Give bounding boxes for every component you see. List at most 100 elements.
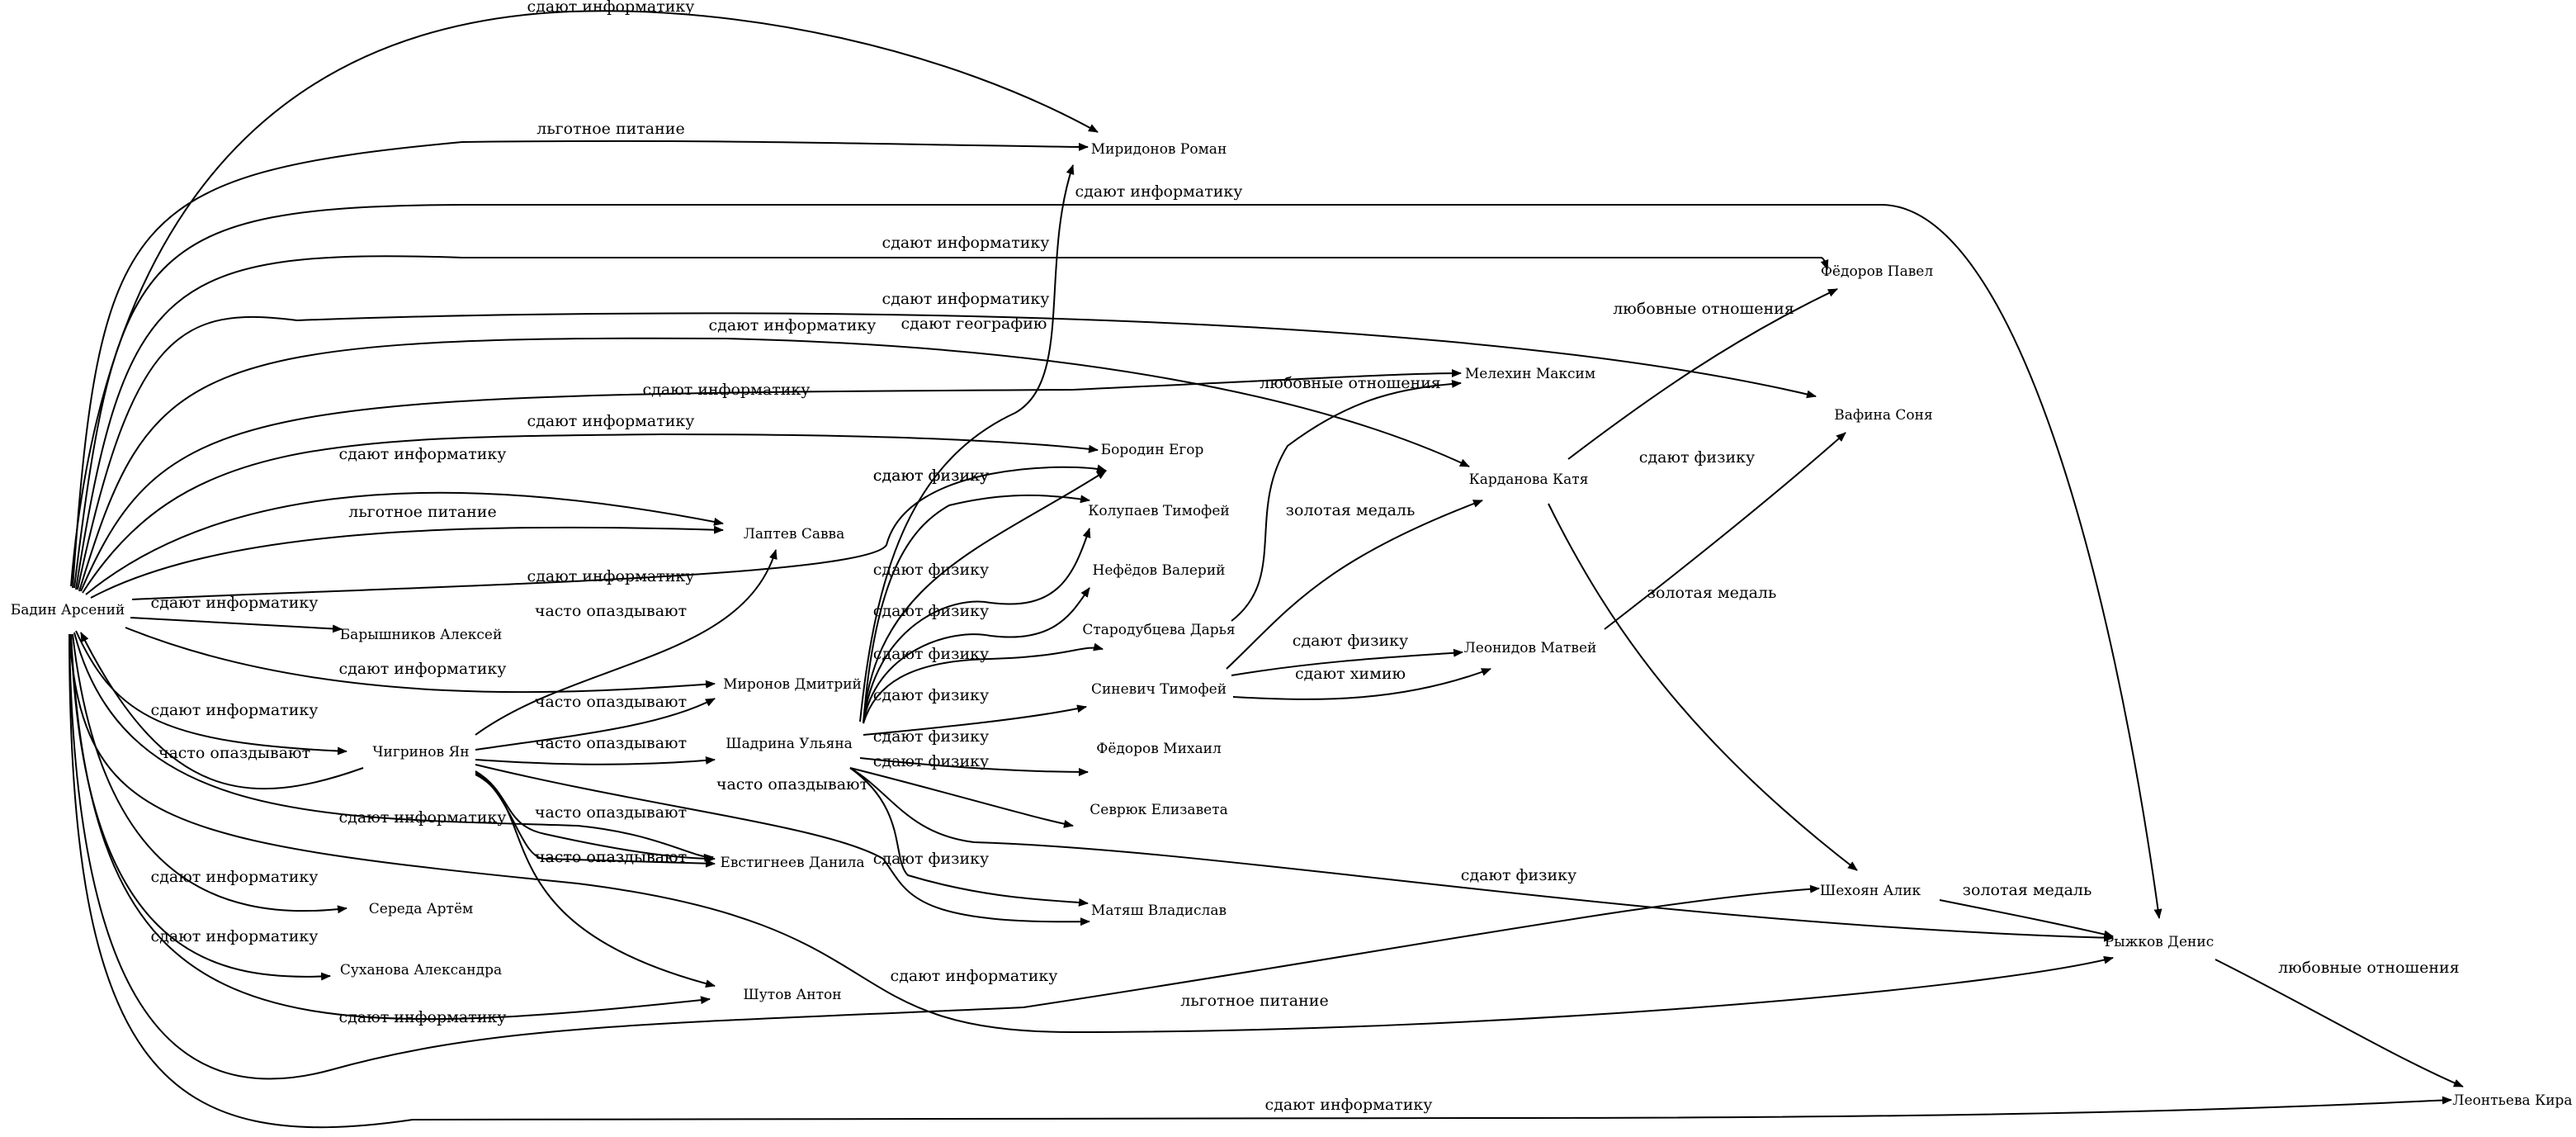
edge-sinevich-to-kardanova: [1226, 500, 1483, 670]
edge-starodubtseva-to-melekhin: [1231, 379, 1462, 622]
edge-chigrinov-to-matyash: [475, 764, 1090, 926]
node-shadrina: Шадрина Ульяна: [726, 736, 853, 752]
node-leontyeva: Леонтьева Кира: [2452, 1092, 2572, 1109]
node-baryshnikov: Барышников Алексей: [340, 627, 503, 643]
edge-badin-to-miridonov: [72, 140, 1089, 589]
edge-shadrina-to-sinevich: [863, 704, 1087, 736]
node-shekhoyan: Шехоян Алик: [1820, 883, 1921, 899]
edge-label: льготное питание: [1180, 992, 1328, 1010]
edge-label: часто опаздывают: [535, 848, 687, 866]
edge-label: сдают информатику: [1265, 1096, 1433, 1114]
edge-label: сдают химию: [1295, 665, 1406, 683]
edges-layer: [69, 10, 2464, 1129]
edge-chigrinov-to-laptev: [475, 549, 778, 736]
edge-label: сдают информатику: [1075, 182, 1243, 201]
edge-label: сдают информатику: [527, 567, 695, 585]
edge-chigrinov-to-shadrina: [475, 756, 716, 765]
edge-label: сдают информатику: [882, 234, 1050, 252]
edge-label: сдают физику: [1639, 448, 1755, 467]
edge-label: сдают физику: [873, 727, 989, 746]
edge-badin-to-shekhoyan: [69, 633, 1820, 1080]
edge-label: золотая медаль: [1963, 881, 2092, 899]
edge-badin-to-shutov: [70, 633, 711, 1021]
edge-label: часто опаздывают: [535, 848, 687, 866]
edge-label: сдают информатику: [339, 1008, 507, 1026]
edge-label: сдают информатику: [151, 927, 319, 945]
edge-badin-to-baryshnikov: [130, 617, 343, 633]
node-starodubtseva: Стародубцева Дарья: [1082, 622, 1235, 638]
edge-shadrina-to-ryzhkov: [849, 767, 2114, 942]
edge-badin-to-evstigneev: [73, 632, 714, 862]
node-kolupaev: Колупаев Тимофей: [1088, 503, 1230, 519]
edge-badin-to-kardanova: [78, 337, 1470, 592]
edge-shadrina-to-nefedov: [863, 528, 1091, 724]
edge-badin-to-sereda: [72, 633, 347, 914]
edge-label: сдают физику: [873, 645, 989, 663]
edge-shadrina-to-fedorov_m: [859, 757, 1089, 776]
edge-shadrina-to-miridonov: [859, 164, 1075, 722]
edge-label: часто опаздывают: [535, 693, 687, 711]
node-sukhanova: Суханова Александра: [340, 962, 502, 978]
edge-label: сдают информатику: [151, 868, 319, 886]
node-sinevich: Синевич Тимофей: [1091, 681, 1227, 698]
edge-badin-to-kolupaev: [131, 464, 1107, 600]
node-borodin: Бородин Егор: [1101, 442, 1204, 458]
edge-label: сдают физику: [873, 752, 989, 770]
edge-label: часто опаздывают: [158, 744, 310, 762]
edge-badin-to-vafina: [77, 312, 1817, 590]
edge-label: сдают информатику: [339, 660, 507, 678]
edge-label: часто опаздывают: [535, 602, 687, 620]
edge-shadrina-to-matyash: [849, 767, 1089, 907]
node-vafina: Вафина Соня: [1834, 407, 1932, 424]
edge-label: сдают информатику: [891, 967, 1058, 985]
edge-sinevich-to-leonidov: [1232, 668, 1491, 700]
edge-sinevich-to-leonidov: [1231, 648, 1463, 676]
edge-label: сдают физику: [1293, 632, 1408, 650]
edge-label: льготное питание: [348, 503, 496, 521]
node-fedorov_m: Фёдоров Михаил: [1096, 741, 1222, 757]
edge-label: любовные отношения: [2278, 959, 2460, 977]
node-kardanova: Карданова Катя: [1469, 471, 1589, 488]
node-ryzhkov: Рыжков Денис: [2105, 934, 2214, 950]
edge-kardanova-to-shekhoyan: [1548, 503, 1858, 871]
edge-badin-to-melekhin: [80, 369, 1462, 592]
edge-label: сдают физику: [873, 686, 989, 704]
edge-label: сдают информатику: [339, 808, 507, 827]
node-mironov: Миронов Дмитрий: [723, 676, 862, 693]
edge-label: сдают географию: [901, 315, 1047, 333]
edge-chigrinov-to-badin: [80, 632, 364, 790]
edge-label: сдают информатику: [151, 594, 319, 612]
edge-label: часто опаздывают: [716, 775, 868, 794]
edge-badin-to-mironov: [125, 627, 716, 694]
edge-label: сдают информатику: [709, 316, 877, 334]
edge-ryzhkov-to-leontyeva: [2214, 959, 2464, 1087]
edge-badin-to-laptev: [85, 491, 724, 595]
edge-badin-to-leontyeva: [69, 633, 2452, 1129]
edge-label: сдают физику: [873, 467, 989, 485]
node-sereda: Середа Артём: [369, 901, 473, 917]
edge-label: сдают физику: [873, 602, 989, 620]
edge-label: любовные отношения: [1260, 374, 1441, 392]
edge-badin-to-fedorov_p: [75, 255, 1829, 590]
edge-badin-to-ryzhkov: [69, 633, 2114, 1034]
edge-label: сдают информатику: [527, 0, 695, 16]
node-miridonov: Миридонов Роман: [1091, 141, 1227, 158]
edge-shadrina-to-starodubtseva: [863, 587, 1090, 724]
edge-shadrina-to-borodin: [863, 470, 1107, 724]
node-melekhin: Мелехин Максим: [1465, 366, 1595, 382]
node-badin: Бадин Арсений: [11, 602, 125, 618]
node-sevryuk: Севрюк Елизавета: [1089, 802, 1227, 818]
edge-label: сдают физику: [873, 850, 989, 868]
node-chigrinov: Чигринов Ян: [372, 744, 469, 760]
node-leonidov: Леонидов Матвей: [1464, 640, 1597, 656]
edge-shekhoyan-to-ryzhkov: [1939, 899, 2114, 939]
edge-label: сдают информатику: [882, 290, 1050, 308]
edge-kardanova-to-fedorov_p: [1567, 288, 1838, 460]
edge-label: часто опаздывают: [535, 803, 687, 822]
edge-labels-layer: сдают информатику льготное питание сдают и…: [151, 0, 2460, 1114]
edge-label: любовные отношения: [1613, 300, 1794, 318]
edge-chigrinov-to-mironov: [475, 698, 716, 751]
edge-badin-to-chigrinov: [75, 630, 347, 756]
